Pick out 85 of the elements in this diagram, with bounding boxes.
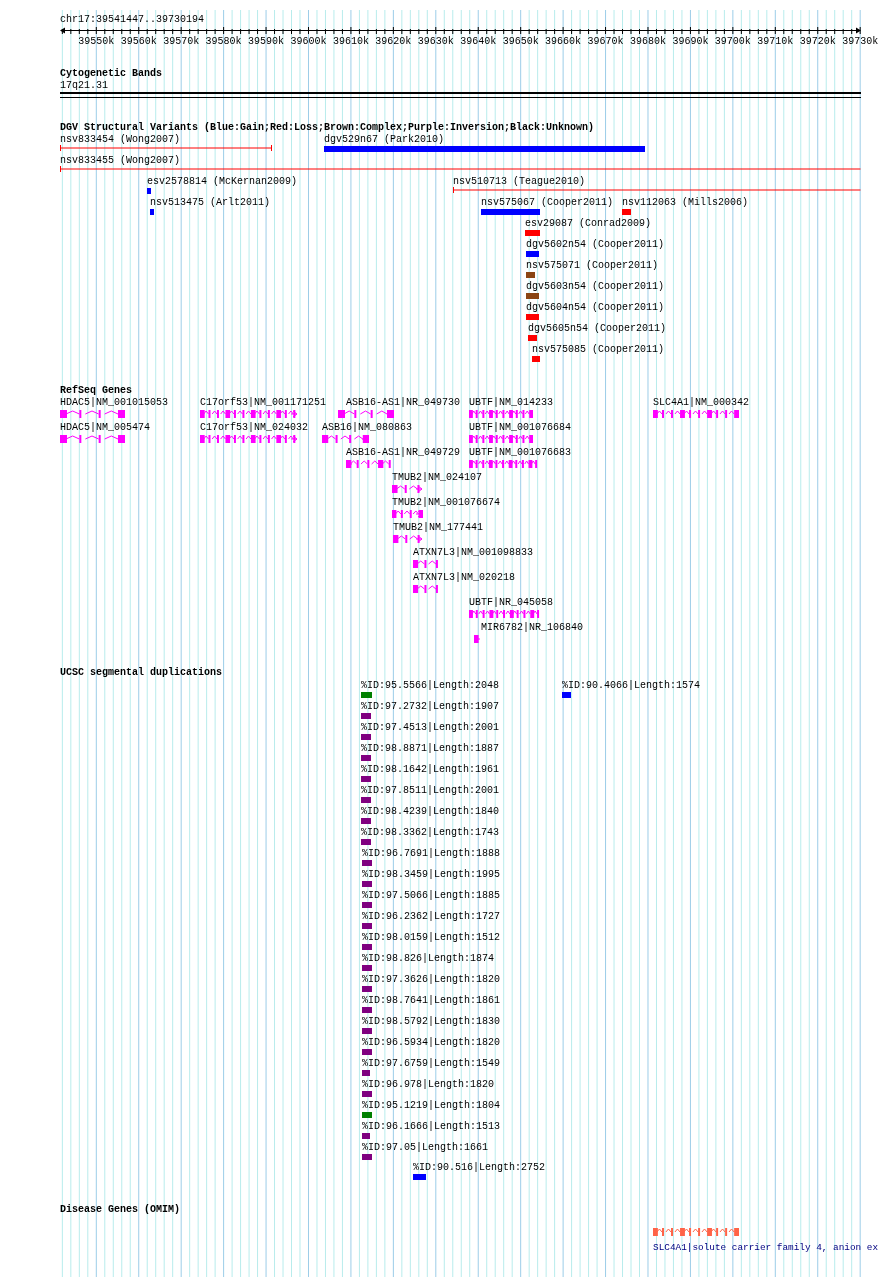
tick-label: 39710k	[757, 36, 794, 47]
feature-label: dgv5602n54 (Cooper2011)	[526, 239, 665, 250]
tick-label: 39680k	[629, 36, 666, 47]
feature-label: dgv5605n54 (Cooper2011)	[528, 323, 667, 334]
tick-label: 39650k	[502, 36, 539, 47]
tick-label: 39560k	[120, 36, 157, 47]
feature-label: TMUB2|NM_001076674	[392, 497, 501, 508]
tick-label: 39600k	[290, 36, 327, 47]
track-title: RefSeq Genes	[60, 385, 132, 396]
tick-label: 39590k	[248, 36, 285, 47]
feature-label: nsv513475 (Arlt2011)	[150, 197, 271, 208]
tick-label: 39570k	[163, 36, 200, 47]
feature-label: ASB16-AS1|NR_049730	[346, 397, 461, 408]
tick-label: 39630k	[417, 36, 454, 47]
feature-label: ATXN7L3|NM_020218	[413, 572, 516, 583]
feature-label: %ID:97.5066|Length:1885	[362, 890, 501, 901]
feature-label: %ID:96.978|Length:1820	[362, 1079, 495, 1090]
feature-label: %ID:96.2362|Length:1727	[362, 911, 501, 922]
feature-label: %ID:95.1219|Length:1804	[362, 1100, 501, 1111]
feature-label: UBTF|NM_014233	[469, 397, 553, 408]
track-title: Cytogenetic Bands	[60, 68, 163, 79]
feature-label: ATXN7L3|NM_001098833	[413, 547, 534, 558]
feature-label: UBTF|NM_001076683	[469, 447, 572, 458]
feature-label: nsv112063 (Mills2006)	[622, 197, 749, 208]
tick-label: 39720k	[799, 36, 836, 47]
band-label: 17q21.31	[60, 80, 108, 91]
feature-label: SLC4A1|NM_000342	[653, 397, 749, 408]
feature-label: C17orf53|NM_001171251	[200, 397, 327, 408]
feature-label: HDAC5|NM_001015053	[60, 397, 169, 408]
feature-label: MIR6782|NR_106840	[481, 622, 584, 633]
feature-label: TMUB2|NM_177441	[393, 522, 483, 533]
feature-label: %ID:98.5792|Length:1830	[362, 1016, 501, 1027]
tick-label: 39730k	[842, 36, 879, 47]
tick-label: 39670k	[587, 36, 624, 47]
feature-label: %ID:98.1642|Length:1961	[361, 764, 500, 775]
feature-label: %ID:98.7641|Length:1861	[362, 995, 501, 1006]
feature-label: %ID:97.2732|Length:1907	[361, 701, 500, 712]
feature-label: %ID:97.8511|Length:2001	[361, 785, 500, 796]
feature-label: esv2578814 (McKernan2009)	[147, 176, 298, 187]
feature-label: ASB16|NM_080863	[322, 422, 412, 433]
feature-label: nsv833454 (Wong2007)	[60, 134, 181, 145]
feature-label: %ID:98.8871|Length:1887	[361, 743, 500, 754]
feature-label: SLC4A1|solute carrier family 4, anion ex	[653, 1242, 879, 1253]
track-title: UCSC segmental duplications	[60, 667, 223, 678]
feature-label: %ID:98.3459|Length:1995	[362, 869, 501, 880]
feature-label: UBTF|NM_001076684	[469, 422, 572, 433]
position-label: chr17:39541447..39730194	[60, 14, 205, 25]
tick-label: 39580k	[205, 36, 242, 47]
feature-label: C17orf53|NM_024032	[200, 422, 309, 433]
feature-label: %ID:98.826|Length:1874	[362, 953, 495, 964]
feature-label: %ID:96.5934|Length:1820	[362, 1037, 501, 1048]
tick-label: 39610k	[332, 36, 369, 47]
feature-label: %ID:97.4513|Length:2001	[361, 722, 500, 733]
tick-label: 39660k	[545, 36, 582, 47]
feature-label: HDAC5|NM_005474	[60, 422, 150, 433]
feature-label: %ID:97.05|Length:1661	[362, 1142, 489, 1153]
feature-label: %ID:98.4239|Length:1840	[361, 806, 500, 817]
tick-label: 39700k	[714, 36, 751, 47]
feature-label: nsv510713 (Teague2010)	[453, 176, 586, 187]
feature-label: nsv575071 (Cooper2011)	[526, 260, 659, 271]
tick-label: 39690k	[672, 36, 709, 47]
feature-label: dgv5603n54 (Cooper2011)	[526, 281, 665, 292]
tick-label: 39550k	[78, 36, 115, 47]
feature-label: dgv529n67 (Park2010)	[324, 134, 445, 145]
feature-label: TMUB2|NM_024107	[392, 472, 482, 483]
track-title: Disease Genes (OMIM)	[60, 1204, 181, 1215]
feature-label: %ID:95.5566|Length:2048	[361, 680, 500, 691]
feature-label: %ID:90.4066|Length:1574	[562, 680, 701, 691]
feature-label: %ID:90.516|Length:2752	[413, 1162, 546, 1173]
feature-label: nsv833455 (Wong2007)	[60, 155, 181, 166]
feature-label: %ID:97.6759|Length:1549	[362, 1058, 501, 1069]
feature-label: UBTF|NR_045058	[469, 597, 553, 608]
feature-label: %ID:98.0159|Length:1512	[362, 932, 501, 943]
feature-label: %ID:96.7691|Length:1888	[362, 848, 501, 859]
track-title: DGV Structural Variants (Blue:Gain;Red:Loss;Brown:Complex;Purple:Inversion;Black:Unknown)	[60, 122, 595, 133]
feature-label: nsv575085 (Cooper2011)	[532, 344, 665, 355]
feature-label: ASB16-AS1|NR_049729	[346, 447, 461, 458]
feature-label: %ID:96.1666|Length:1513	[362, 1121, 501, 1132]
feature-label: %ID:98.3362|Length:1743	[361, 827, 500, 838]
feature-label: nsv575067 (Cooper2011)	[481, 197, 614, 208]
tick-label: 39620k	[375, 36, 412, 47]
tick-label: 39640k	[460, 36, 497, 47]
feature-label: dgv5604n54 (Cooper2011)	[526, 302, 665, 313]
feature-label: esv29087 (Conrad2009)	[525, 218, 652, 229]
feature-label: %ID:97.3626|Length:1820	[362, 974, 501, 985]
